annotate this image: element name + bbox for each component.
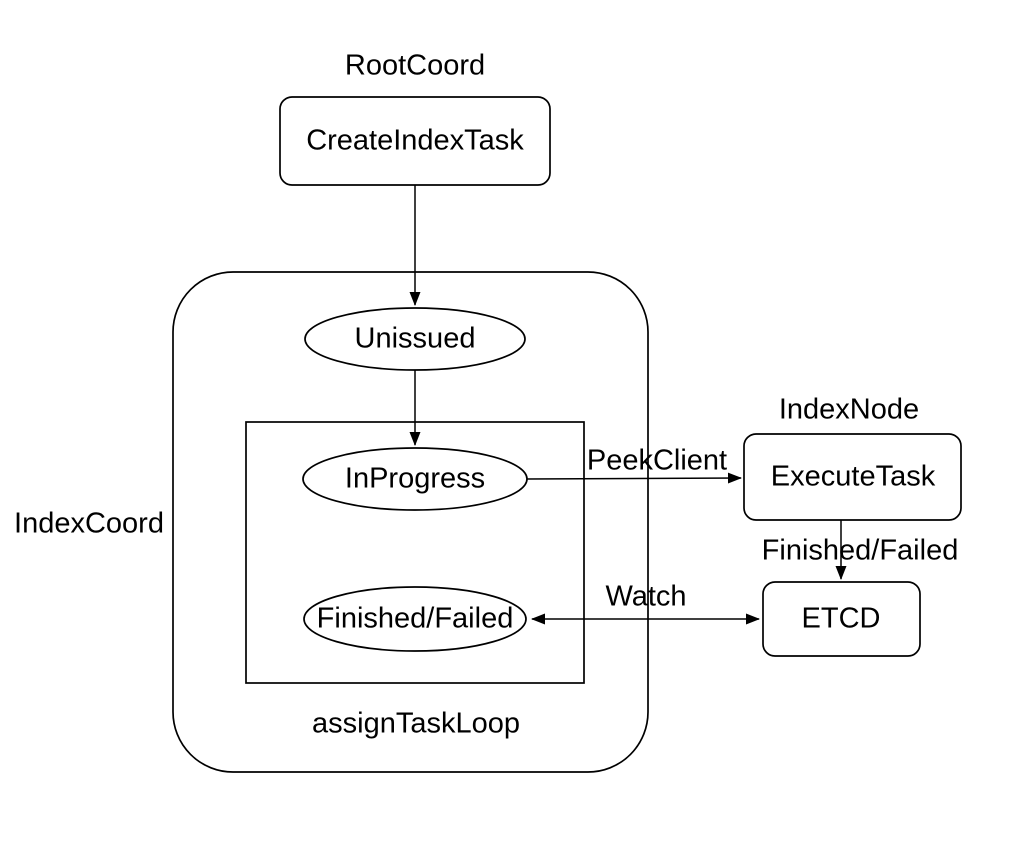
edge-peek-client: [526, 472, 742, 484]
index-node-label: IndexNode: [778, 393, 920, 426]
finished-failed-node: [303, 586, 527, 652]
etcd-node: [762, 581, 921, 657]
execute-task-label: ExecuteTask: [770, 460, 936, 493]
execute-task-node: [743, 433, 962, 521]
unissued-label: Unissued: [354, 322, 476, 355]
finished-failed-state-label: Finished/Failed: [316, 602, 514, 635]
index-coord-label: IndexCoord: [14, 507, 164, 540]
create-index-task-label: CreateIndexTask: [306, 124, 524, 157]
etcd-label: ETCD: [801, 602, 881, 635]
watch-edge-label: Watch: [605, 580, 687, 613]
assign-task-loop-label: assignTaskLoop: [312, 707, 520, 740]
assign-task-loop-container: [245, 421, 585, 684]
in-progress-label: InProgress: [344, 462, 486, 495]
index-coord-container: [172, 271, 649, 773]
finished-failed-edge-label: Finished/Failed: [761, 534, 959, 567]
peek-client-edge-label: PeekClient: [586, 444, 728, 477]
root-coord-label: RootCoord: [344, 49, 486, 82]
